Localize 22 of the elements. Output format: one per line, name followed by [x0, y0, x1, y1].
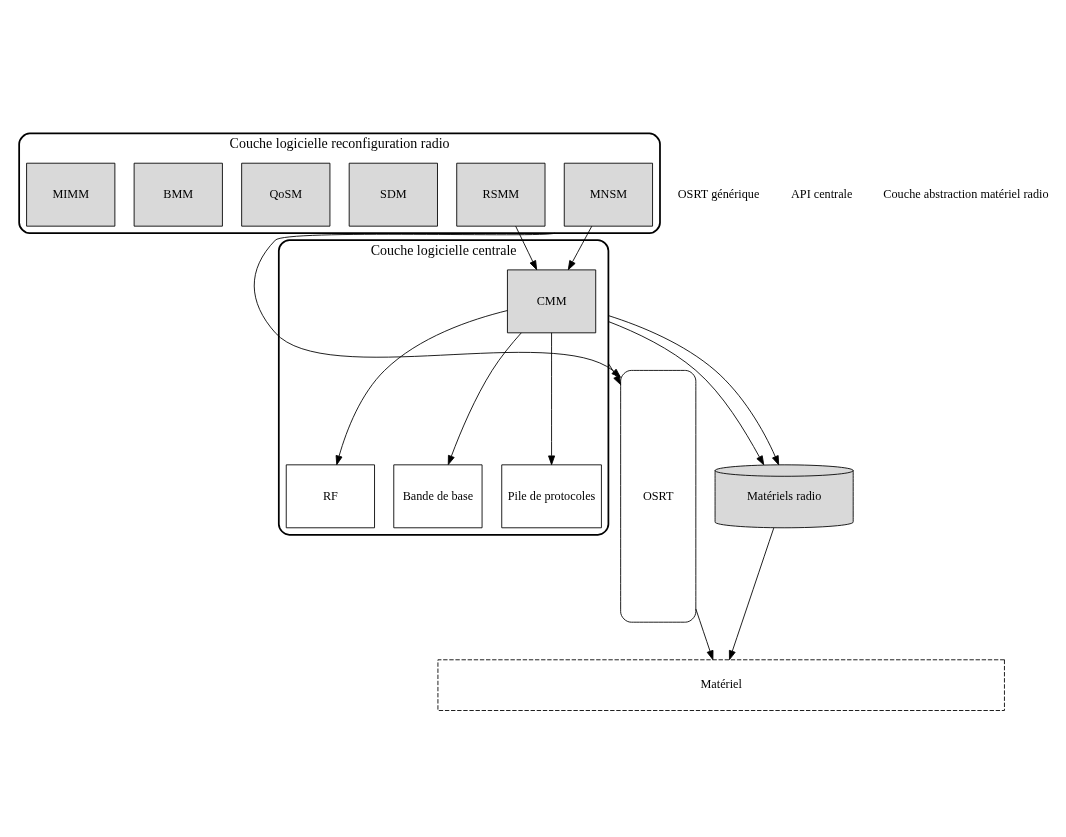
node-box: CMM — [507, 269, 597, 334]
arrow — [548, 332, 556, 466]
label: Couche abstraction matériel radio — [883, 186, 1049, 201]
node-box: RF — [285, 464, 375, 529]
node-box: MIMM — [26, 162, 116, 227]
node-box: QoSM — [241, 162, 331, 227]
arrow — [515, 225, 538, 271]
node-box: SDM — [348, 162, 438, 227]
arrow — [567, 225, 593, 271]
label: API centrale — [791, 186, 853, 201]
node-box: RSMM — [456, 162, 546, 227]
arrow — [695, 608, 714, 661]
arrow — [447, 332, 522, 465]
node-box: MNSM — [563, 162, 653, 227]
arrow — [335, 310, 508, 466]
node-box: OSRT — [620, 370, 697, 623]
arrow — [728, 527, 775, 661]
node-box: Bande de base — [393, 464, 483, 529]
node-box: Pile de protocoles — [501, 464, 602, 529]
node-box: BMM — [133, 162, 223, 227]
label: OSRT générique — [677, 186, 760, 201]
node-box: Matériel — [437, 659, 1005, 711]
